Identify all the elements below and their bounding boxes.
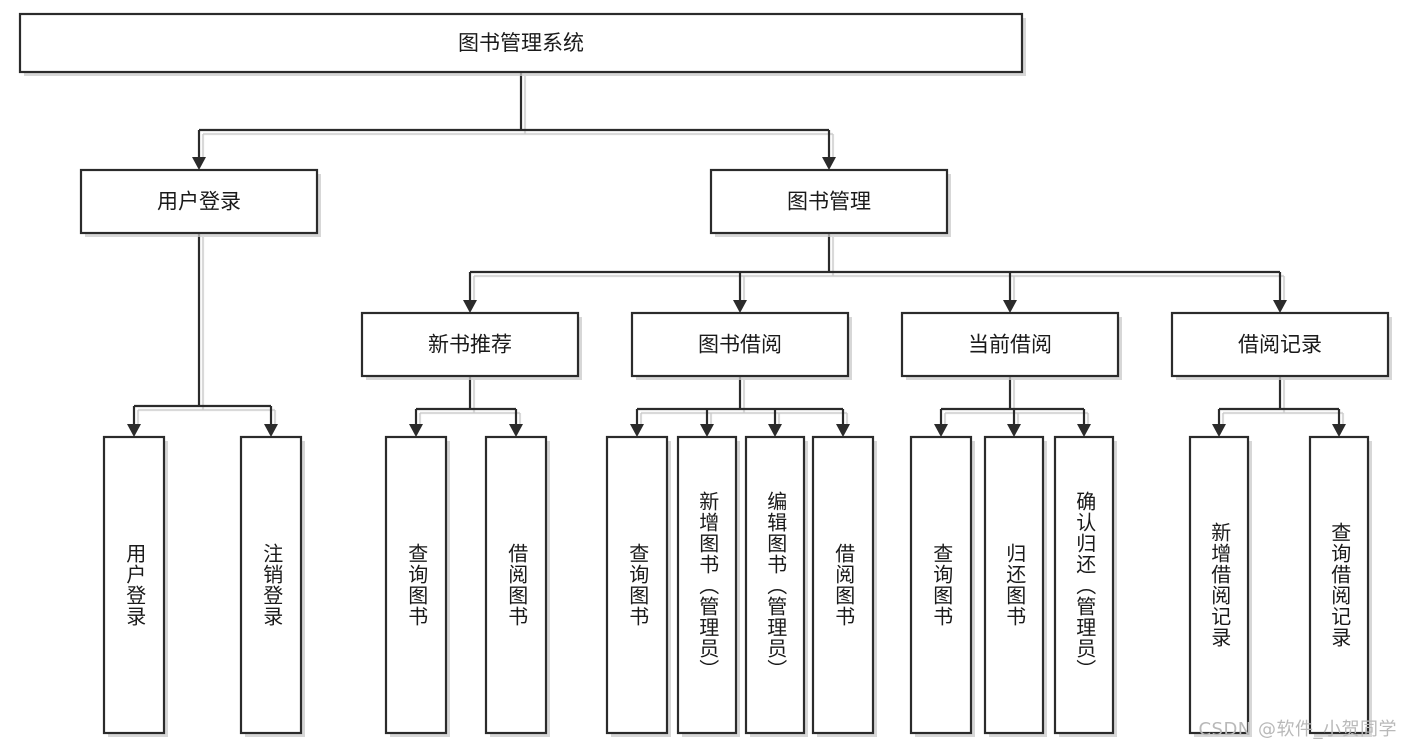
node-leaf-br-add-record[interactable]	[1188, 435, 1250, 735]
node-borrow-record[interactable]	[1170, 311, 1390, 378]
node-current-borrow[interactable]	[900, 311, 1120, 378]
conn-book-borrow-to-leaf-bb-edit-book-arrowhead	[768, 424, 782, 437]
node-leaf-rec-query-book[interactable]	[384, 435, 448, 735]
conn-book-manage-to-borrow-record-arrowhead	[1273, 300, 1287, 313]
node-leaf-user-logout[interactable]	[239, 435, 303, 735]
conn-current-borrow-to-leaf-cb-query-book-arrowhead	[934, 424, 948, 437]
node-leaf-bb-add-book[interactable]	[676, 435, 738, 735]
node-leaf-cb-return-book[interactable]	[983, 435, 1045, 735]
conn-new-book-rec-to-leaf-rec-query-book-arrowhead	[409, 424, 423, 437]
conn-book-manage-to-new-book-rec-arrowhead	[463, 300, 477, 313]
node-leaf-cb-query-book[interactable]	[909, 435, 973, 735]
node-leaf-br-query-record[interactable]	[1308, 435, 1370, 735]
node-leaf-cb-confirm-return[interactable]	[1053, 435, 1115, 735]
watermark: CSDN @软件_小贺同学	[1198, 719, 1397, 740]
node-borrow-record-label: 借阅记录	[1238, 333, 1322, 357]
node-user-login-label: 用户登录	[157, 190, 241, 214]
node-book-borrow-label: 图书借阅	[698, 333, 782, 357]
node-leaf-bb-edit-book[interactable]	[744, 435, 806, 735]
node-leaf-bb-borrow-book[interactable]	[811, 435, 875, 735]
conn-new-book-rec-to-leaf-rec-borrow-book-arrowhead	[509, 424, 523, 437]
node-user-login[interactable]	[79, 168, 319, 235]
connector-layer	[127, 72, 1346, 437]
node-root[interactable]	[18, 12, 1024, 74]
node-leaf-user-login[interactable]	[102, 435, 166, 735]
conn-book-manage-to-book-borrow-arrowhead	[733, 300, 747, 313]
conn-book-manage-to-current-borrow-arrowhead	[1003, 300, 1017, 313]
node-new-book-rec[interactable]	[360, 311, 580, 378]
conn-borrow-record-to-leaf-br-query-record-arrowhead	[1332, 424, 1346, 437]
node-book-manage-label: 图书管理	[787, 190, 871, 214]
conn-root-to-book-manage-arrowhead	[822, 157, 836, 170]
node-new-book-rec-label: 新书推荐	[428, 333, 512, 357]
node-book-manage[interactable]	[709, 168, 949, 235]
node-book-borrow[interactable]	[630, 311, 850, 378]
conn-user-login-to-leaf-user-login-arrowhead	[127, 424, 141, 437]
conn-book-borrow-to-leaf-bb-add-book-arrowhead	[700, 424, 714, 437]
conn-book-borrow-to-leaf-bb-query-book-arrowhead	[630, 424, 644, 437]
node-current-borrow-label: 当前借阅	[968, 333, 1052, 357]
conn-user-login-to-leaf-user-logout-arrowhead	[264, 424, 278, 437]
node-root-label: 图书管理系统	[458, 31, 584, 55]
box-layer	[18, 12, 1392, 737]
node-leaf-rec-borrow-book[interactable]	[484, 435, 548, 735]
conn-borrow-record-to-leaf-br-add-record-arrowhead	[1212, 424, 1226, 437]
conn-current-borrow-to-leaf-cb-confirm-return-arrowhead	[1077, 424, 1091, 437]
conn-root-to-user-login-arrowhead	[192, 157, 206, 170]
conn-current-borrow-to-leaf-cb-return-book-arrowhead	[1007, 424, 1021, 437]
node-leaf-bb-query-book[interactable]	[605, 435, 669, 735]
conn-book-borrow-to-leaf-bb-borrow-book-arrowhead	[836, 424, 850, 437]
